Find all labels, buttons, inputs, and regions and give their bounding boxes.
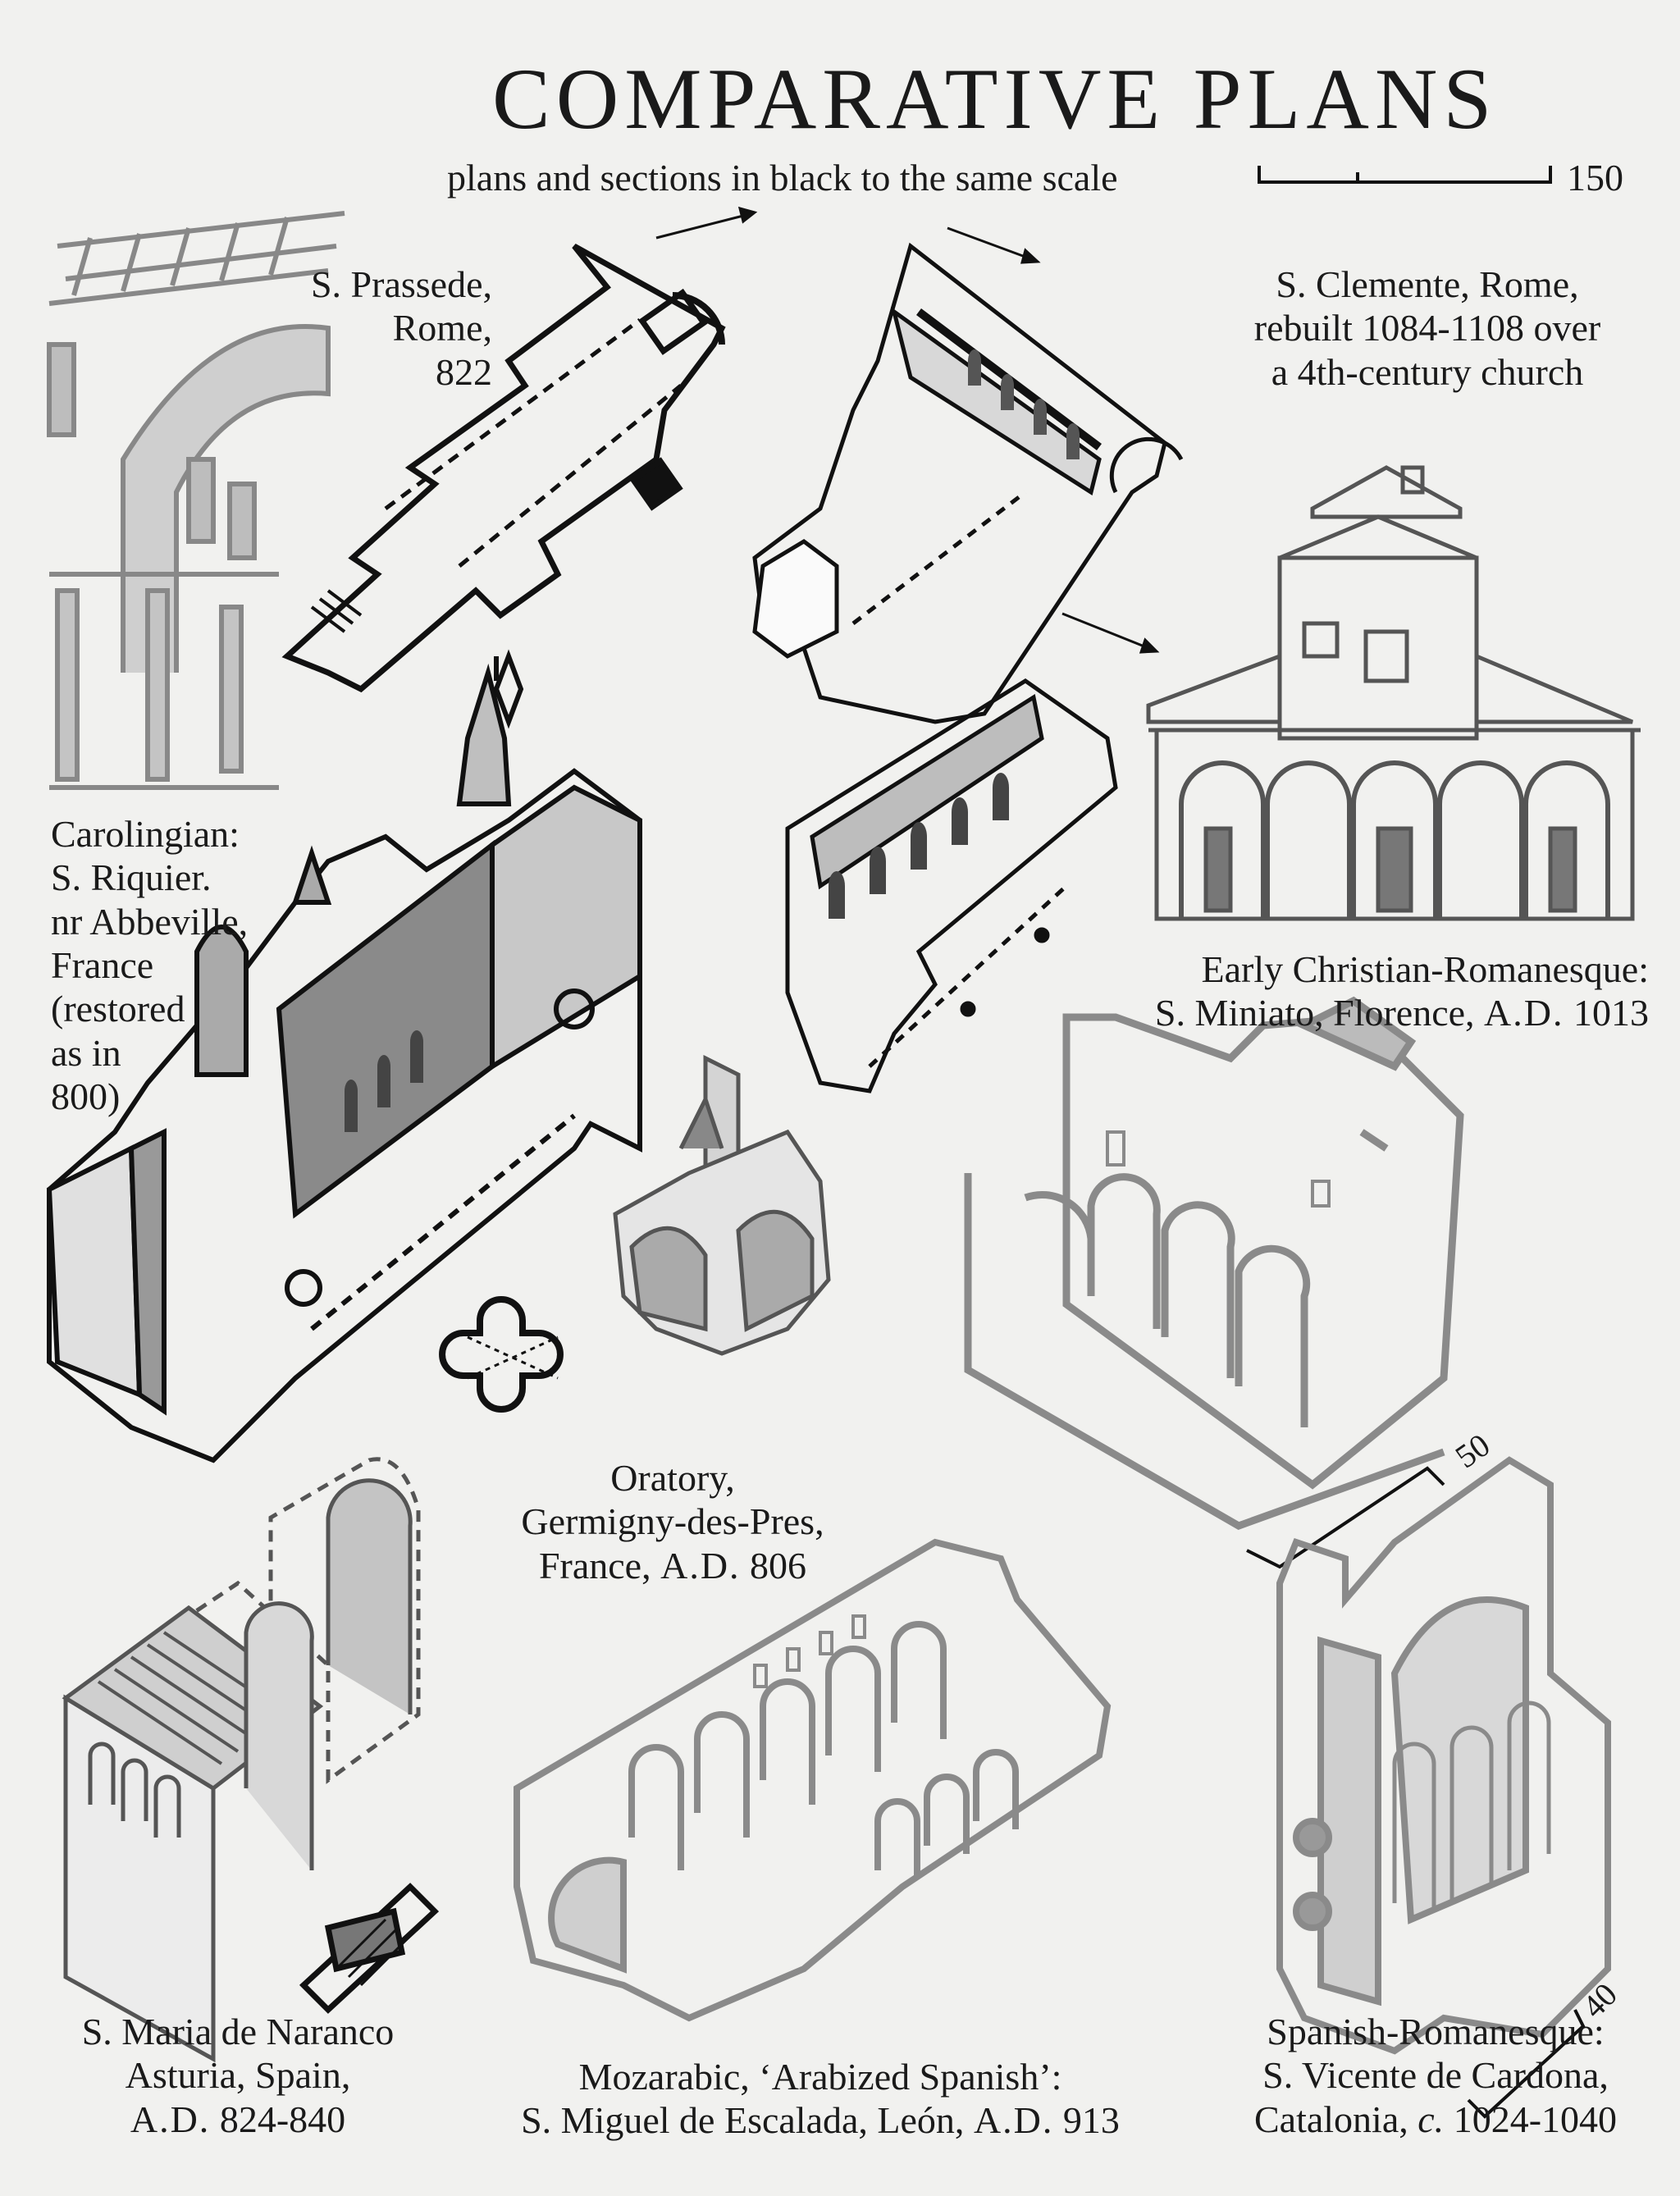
pointer-arrows <box>655 206 1160 654</box>
caption-line: Catalonia, c. 1024-1040 <box>1214 2098 1657 2141</box>
caption-oratory: Oratory, Germigny-des-Pres, France, A.D.… <box>476 1456 870 1587</box>
caption-year: 1013 <box>1573 992 1649 1034</box>
caption-carolingian: Carolingian: S. Riquier. nr Abbeville, F… <box>51 812 248 1119</box>
caption-line: S. Miguel de Escalada, León, A.D. 913 <box>459 2098 1181 2142</box>
escalada-isometric <box>514 1538 1112 2022</box>
caption-prassede: S. Prassede, Rome, 822 <box>279 263 492 394</box>
miniato-facade <box>1146 465 1641 921</box>
caption-line: S. Riquier. <box>51 856 212 899</box>
miniato-section <box>964 996 1464 1530</box>
caption-line: (restored <box>51 988 185 1030</box>
caption-line: rebuilt 1084-1108 over <box>1253 307 1601 349</box>
caption-text: Catalonia, <box>1253 2098 1408 2140</box>
caption-line: France <box>51 944 154 987</box>
oratory-plan <box>439 1296 564 1413</box>
caption-text: S. Miniato, Florence, <box>1154 992 1475 1034</box>
caption-line: Early Christian-Romanesque: <box>1201 948 1650 990</box>
oratory-isometric <box>613 1054 831 1356</box>
caption-era: A.D. <box>130 2098 211 2140</box>
caption-circa: c. <box>1418 2098 1445 2140</box>
carolingian-interior-sketch <box>47 211 345 790</box>
caption-line: 822 <box>436 350 492 393</box>
caption-line: Germigny-des-Pres, <box>521 1500 824 1543</box>
clemente-isometric <box>752 242 1184 724</box>
caption-cardona: Spanish-Romanesque: S. Vicente de Cardon… <box>1214 2010 1657 2141</box>
caption-line: 800) <box>51 1075 121 1118</box>
caption-clemente: S. Clemente, Rome, rebuilt 1084-1108 ove… <box>1214 263 1641 394</box>
page-subtitle: plans and sections in black to the same … <box>447 157 1118 199</box>
caption-line: Mozarabic, ‘Arabized Spanish’: <box>578 2056 1062 2098</box>
caption-era: A.D. <box>660 1544 741 1587</box>
prassede-plan <box>281 243 726 693</box>
caption-line: France, A.D. 806 <box>476 1544 870 1587</box>
caption-line: Oratory, <box>610 1457 735 1499</box>
caption-year: 913 <box>1062 2099 1120 2142</box>
caption-naranco: S. Maria de Naranco Asturia, Spain, A.D.… <box>41 2010 435 2141</box>
caption-era: A.D. <box>973 2099 1054 2142</box>
caption-line: S. Vicente de Cardona, <box>1262 2054 1609 2097</box>
caption-line: Spanish-Romanesque: <box>1267 2011 1605 2052</box>
cardona-scale-bar <box>1467 2009 1586 2119</box>
scale-value-label: 150 <box>1567 157 1623 199</box>
caption-text: France, <box>538 1544 651 1587</box>
caption-text: S. Miguel de Escalada, León, <box>521 2099 965 2142</box>
caption-era: A.D. <box>1484 992 1564 1034</box>
cardona-isometric <box>1276 1456 1611 2055</box>
caption-line: S. Clemente, Rome, <box>1276 263 1579 305</box>
caption-year: 1024-1040 <box>1453 2098 1618 2140</box>
caption-line: a 4th-century church <box>1271 350 1584 393</box>
caption-mozarabic: Mozarabic, ‘Arabized Spanish’: S. Miguel… <box>459 2055 1181 2143</box>
caption-line: Carolingian: <box>51 813 240 855</box>
naranco-plan <box>299 1883 440 2014</box>
header-scale-bar <box>1258 166 1552 184</box>
page-title: COMPARATIVE PLANS <box>492 51 1498 147</box>
caption-line: Asturia, Spain, <box>125 2054 351 2097</box>
caption-line: Rome, <box>392 307 492 349</box>
naranco-isometric <box>62 1457 421 2063</box>
caption-line: S. Prassede, <box>310 263 492 305</box>
caption-line: S. Miniato, Florence, A.D. 1013 <box>1066 991 1649 1034</box>
caption-line: nr Abbeville, <box>51 900 249 943</box>
clemente-section <box>785 678 1118 1093</box>
caption-line: as in <box>51 1031 121 1074</box>
caption-year: 824-840 <box>219 2098 346 2140</box>
caption-year: 806 <box>750 1544 807 1587</box>
miniato-scale-bar <box>1246 1466 1445 1569</box>
riquier-isometric <box>46 649 642 1463</box>
caption-miniato: Early Christian-Romanesque: S. Miniato, … <box>1066 947 1649 1035</box>
caption-line: S. Maria de Naranco <box>81 2011 395 2052</box>
caption-line: A.D. 824-840 <box>41 2098 435 2141</box>
